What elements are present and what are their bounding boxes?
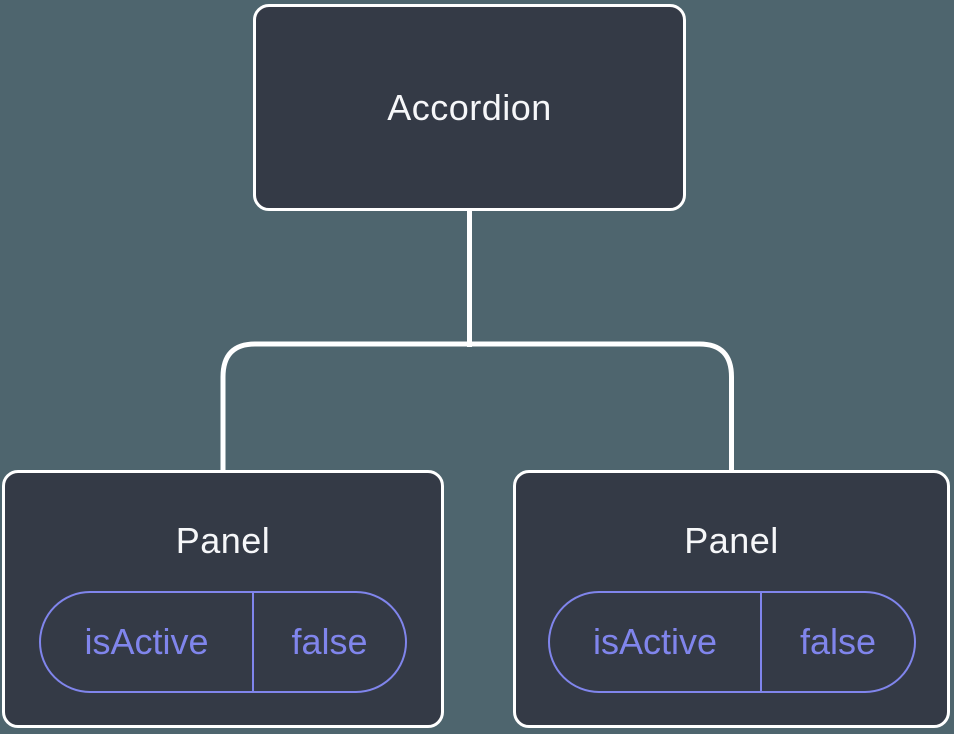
- component-node-panel-left: Panel isActive false: [2, 470, 444, 728]
- state-pill: isActive false: [547, 591, 916, 693]
- component-node-accordion: Accordion: [253, 4, 686, 211]
- component-node-panel-right: Panel isActive false: [513, 470, 950, 728]
- component-label: Panel: [175, 520, 271, 561]
- connector-bracket: [220, 341, 734, 472]
- state-name: isActive: [550, 593, 763, 691]
- component-label: Panel: [684, 520, 779, 561]
- state-value: false: [799, 621, 876, 662]
- state-name: isActive: [41, 593, 254, 691]
- state-pill: isActive false: [39, 591, 407, 693]
- component-label: Accordion: [387, 86, 552, 128]
- state-value: false: [291, 621, 368, 662]
